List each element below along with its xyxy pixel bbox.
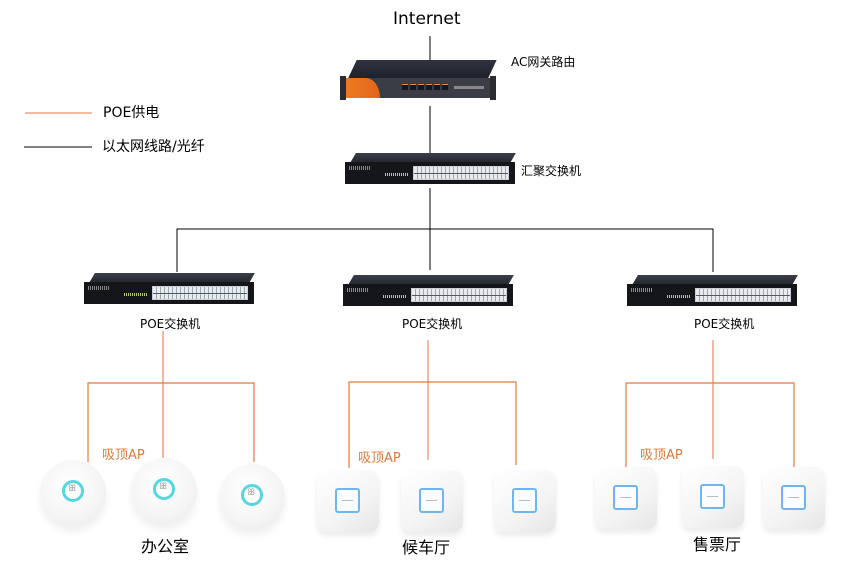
ap-type-label-1: 吸顶AP xyxy=(102,448,145,463)
area-label-1: 办公室 xyxy=(141,537,190,556)
legend-ethernet-label: 以太网线路/光纤 xyxy=(102,139,205,155)
ceiling-ap-icon[interactable] xyxy=(219,464,285,530)
distribution-bus-line xyxy=(176,228,714,272)
ceiling-ap-icon[interactable] xyxy=(317,470,379,532)
ceiling-ap-icon[interactable] xyxy=(401,470,463,532)
area-label-2: 候车厅 xyxy=(402,538,451,557)
poe-switch-label-2: POE交换机 xyxy=(402,317,463,331)
poe-bus-1 xyxy=(87,382,255,462)
ceiling-ap-icon[interactable] xyxy=(131,458,197,524)
aggregation-switch-label: 汇聚交换机 xyxy=(521,164,582,178)
aggregation-switch-icon[interactable] xyxy=(345,153,516,187)
poe-switch-icon-2[interactable] xyxy=(343,275,514,309)
ceiling-ap-icon[interactable] xyxy=(494,470,556,532)
ap-type-label-3: 吸顶AP xyxy=(640,448,683,463)
poe-switch-icon-3[interactable] xyxy=(627,275,798,309)
ceiling-ap-icon[interactable] xyxy=(40,460,106,526)
internet-label: Internet xyxy=(393,9,461,29)
ceiling-ap-icon[interactable] xyxy=(595,467,657,529)
poe-switch-label-3: POE交换机 xyxy=(694,317,755,331)
area-label-3: 售票厅 xyxy=(693,535,742,554)
legend-poe-label: POE供电 xyxy=(103,105,160,121)
poe-switch-label-1: POE交换机 xyxy=(140,317,201,331)
ceiling-ap-icon[interactable] xyxy=(763,467,825,529)
router-icon[interactable] xyxy=(340,60,500,106)
ceiling-ap-icon[interactable] xyxy=(682,466,744,528)
ap-type-label-2: 吸顶AP xyxy=(358,451,401,466)
poe-switch-icon-1[interactable] xyxy=(84,273,255,307)
poe-bus-3 xyxy=(625,382,795,467)
router-label: AC网关路由 xyxy=(511,55,576,69)
poe-bus-2 xyxy=(348,381,517,468)
